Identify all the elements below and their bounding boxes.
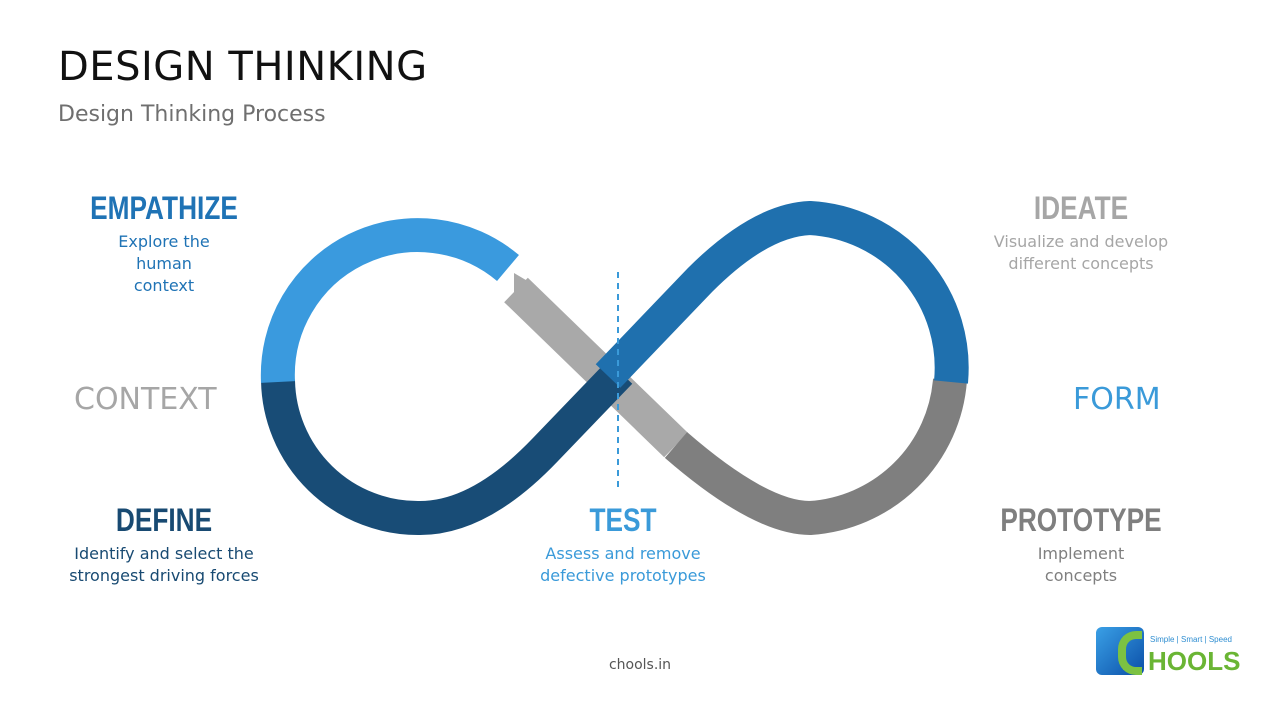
ideate-to-prototype-strand — [504, 277, 688, 458]
ideate-text: Visualize and develop different concepts — [993, 232, 1169, 273]
empathize-title: EMPATHIZE — [90, 190, 238, 226]
test-title: TEST — [589, 502, 657, 538]
page-title: DESIGN THINKING — [58, 44, 428, 90]
define-title: DEFINE — [115, 502, 213, 538]
prototype-segment — [664, 378, 967, 536]
context-label: CONTEXT — [74, 382, 217, 417]
test-text: Assess and remove defective prototypes — [540, 544, 706, 585]
form-label: FORM — [1073, 382, 1161, 417]
ideate-segment — [595, 200, 969, 388]
page-subtitle: Design Thinking Process — [58, 102, 326, 127]
strand-arrow-tip — [514, 273, 536, 300]
logo-tagline: Simple | Smart | Speed — [1150, 635, 1232, 644]
empathize-text: Explore the human context — [118, 232, 210, 295]
prototype-text: Implement concepts — [1037, 544, 1125, 585]
stage-empathize: EMPATHIZE Explore the human context — [44, 190, 284, 297]
chools-logo: Simple | Smart | Speed HOOLS — [1096, 627, 1240, 679]
footer-site: chools.in — [608, 657, 672, 673]
define-text: Identify and select the strongest drivin… — [69, 544, 259, 585]
logo-wordmark: HOOLS — [1148, 646, 1241, 676]
empathize-segment — [260, 218, 519, 383]
stage-prototype: PROTOTYPE Implement concepts — [961, 502, 1201, 587]
stage-ideate: IDEATE Visualize and develop different c… — [961, 190, 1201, 275]
define-segment — [261, 360, 633, 536]
ideate-title: IDEATE — [1033, 190, 1129, 226]
stage-test: TEST Assess and remove defective prototy… — [503, 502, 743, 587]
stage-define: DEFINE Identify and select the strongest… — [44, 502, 284, 587]
prototype-title: PROTOTYPE — [1000, 502, 1162, 538]
logo-c-mark — [1118, 631, 1142, 675]
